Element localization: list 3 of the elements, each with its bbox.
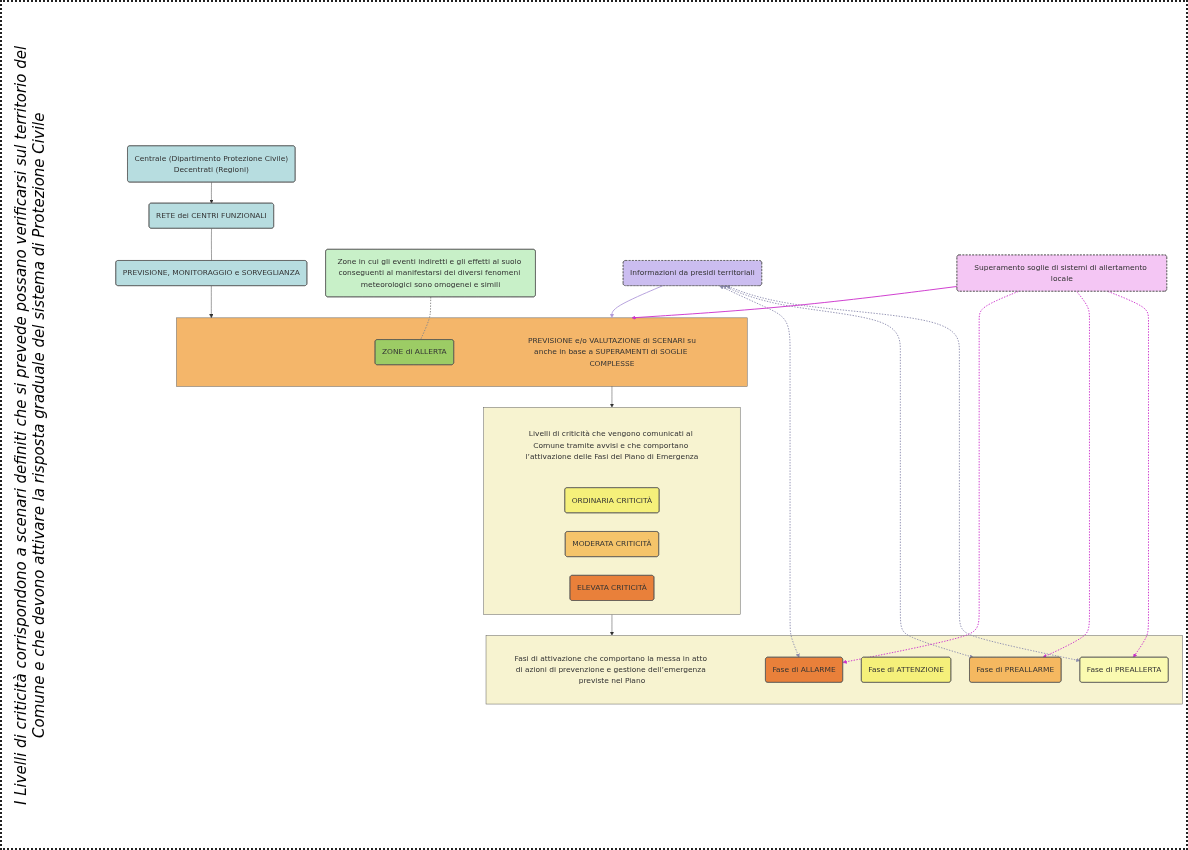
connector	[211, 228, 212, 262]
connector	[420, 296, 432, 341]
side-note: I Livelli di criticità corrispondono a scenari definiti che si prevede possano verificarsi sul territorio del Comune e che devono attivare la risposta graduale del sistema di Protezione Civile	[12, 44, 49, 807]
